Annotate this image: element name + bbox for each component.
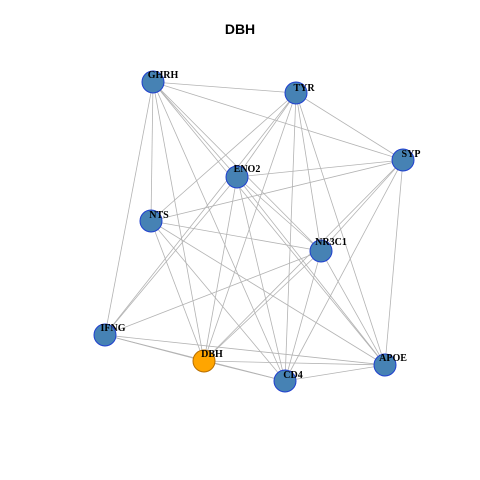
node-cd4[interactable]: CD4 [273,369,303,393]
node-ghrh[interactable]: GHRH [141,70,179,94]
edge-ghrh-nts [150,81,154,222]
node-circle[interactable] [309,239,333,263]
node-circle[interactable] [141,70,165,94]
node-circle[interactable] [284,81,308,105]
node-circle[interactable] [93,323,117,347]
edge-tyr-syp [295,92,404,161]
node-label: SYP [402,149,421,160]
edge-syp-nts [150,159,404,222]
edge-syp-nr3c1 [320,159,404,252]
edge-tyr-cd4 [284,92,297,382]
edge-tyr-nts [150,92,297,222]
edge-eno2-cd4 [236,176,286,382]
node-ifng[interactable]: IFNG [93,323,126,347]
node-label: ENO2 [234,164,261,175]
edge-cd4-apoe [284,364,386,382]
edge-dbh-apoe [203,360,386,366]
edge-ghrh-dbh [152,81,205,362]
edge-nts-nr3c1 [150,220,322,252]
node-label: NR3C1 [315,237,347,248]
node-label: TYR [293,83,315,94]
node-circle[interactable] [391,148,415,172]
edge-syp-dbh [203,159,404,362]
edge-nr3c1-dbh [203,250,322,362]
edge-eno2-ifng [104,176,238,336]
node-label: NTS [149,210,169,221]
edge-eno2-nr3c1 [236,176,322,252]
edge-ghrh-ifng [104,81,154,336]
edge-nts-dbh [150,220,205,362]
edge-syp-apoe [384,159,404,366]
edge-tyr-dbh [203,92,297,362]
edge-ghrh-apoe [152,81,386,366]
edge-nr3c1-ifng [104,250,322,336]
edge-nts-cd4 [150,220,286,382]
node-tyr[interactable]: TYR [284,81,315,105]
node-eno2[interactable]: ENO2 [225,164,261,189]
edge-eno2-dbh [203,176,238,362]
edge-dbh-cd4 [203,360,286,382]
edge-ghrh-eno2 [152,81,238,178]
edge-syp-cd4 [284,159,404,382]
node-label: CD4 [283,370,302,381]
node-nr3c1[interactable]: NR3C1 [309,237,347,263]
edge-syp-eno2 [236,159,404,178]
edge-tyr-ifng [104,92,297,336]
node-circle[interactable] [139,209,163,233]
node-label: DBH [201,349,223,360]
edge-ifng-apoe [104,334,386,366]
edge-nr3c1-apoe [320,250,386,366]
edge-ghrh-cd4 [152,81,286,382]
node-label: APOE [379,353,407,364]
edge-tyr-nr3c1 [295,92,322,252]
node-circle[interactable] [192,349,216,373]
edge-ghrh-syp [152,81,404,161]
edge-nr3c1-cd4 [284,250,322,382]
graph-title: DBH [224,21,256,37]
node-label: GHRH [148,70,179,81]
edge-layer [104,81,404,382]
node-nts[interactable]: NTS [139,209,169,233]
node-syp[interactable]: SYP [391,148,421,172]
node-apoe[interactable]: APOE [373,353,407,377]
node-dbh[interactable]: DBH [192,349,223,373]
edge-ghrh-tyr [152,81,297,94]
node-label: IFNG [101,323,126,334]
edge-eno2-apoe [236,176,386,366]
node-circle[interactable] [225,165,249,189]
node-circle[interactable] [273,369,297,393]
edge-nts-apoe [150,220,386,366]
node-circle[interactable] [373,353,397,377]
edge-tyr-eno2 [236,92,297,178]
